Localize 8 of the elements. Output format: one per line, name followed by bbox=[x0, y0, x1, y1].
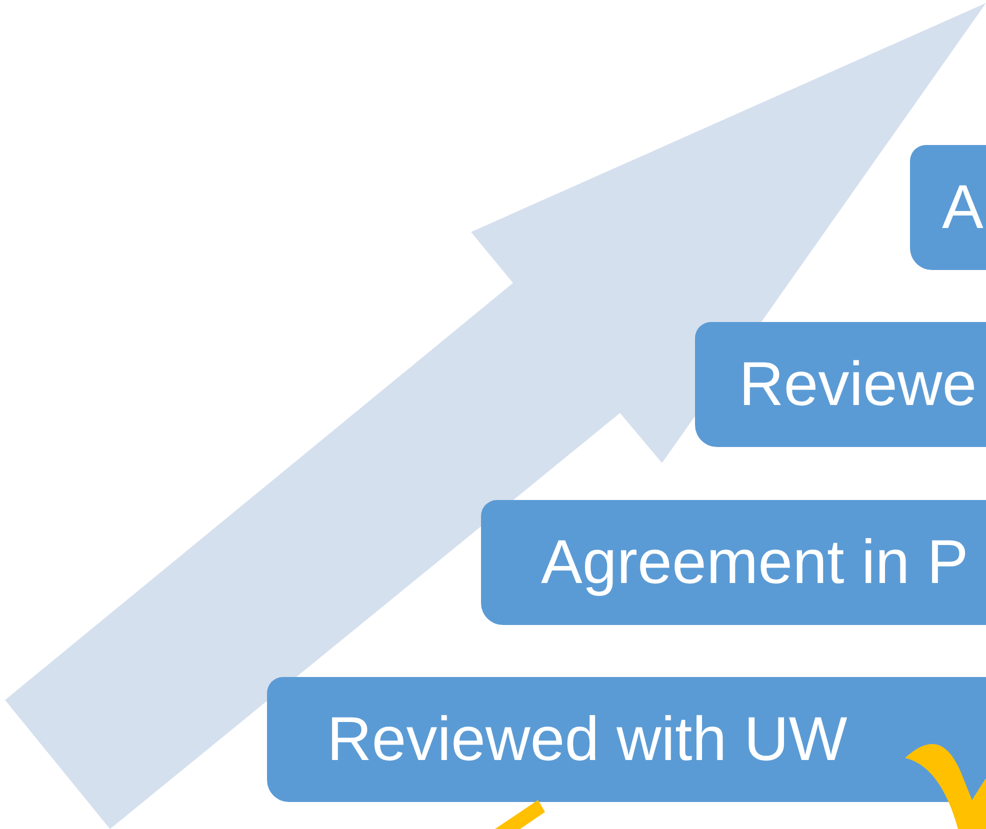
step-label: A bbox=[942, 176, 984, 238]
step-label: Reviewe bbox=[739, 354, 977, 416]
step-label: Agreement in P bbox=[541, 532, 968, 594]
step-box bbox=[267, 677, 986, 802]
step-box bbox=[695, 322, 986, 447]
step-label: Reviewed with UW bbox=[327, 708, 848, 770]
step-box bbox=[910, 145, 986, 270]
step-box bbox=[481, 500, 986, 625]
